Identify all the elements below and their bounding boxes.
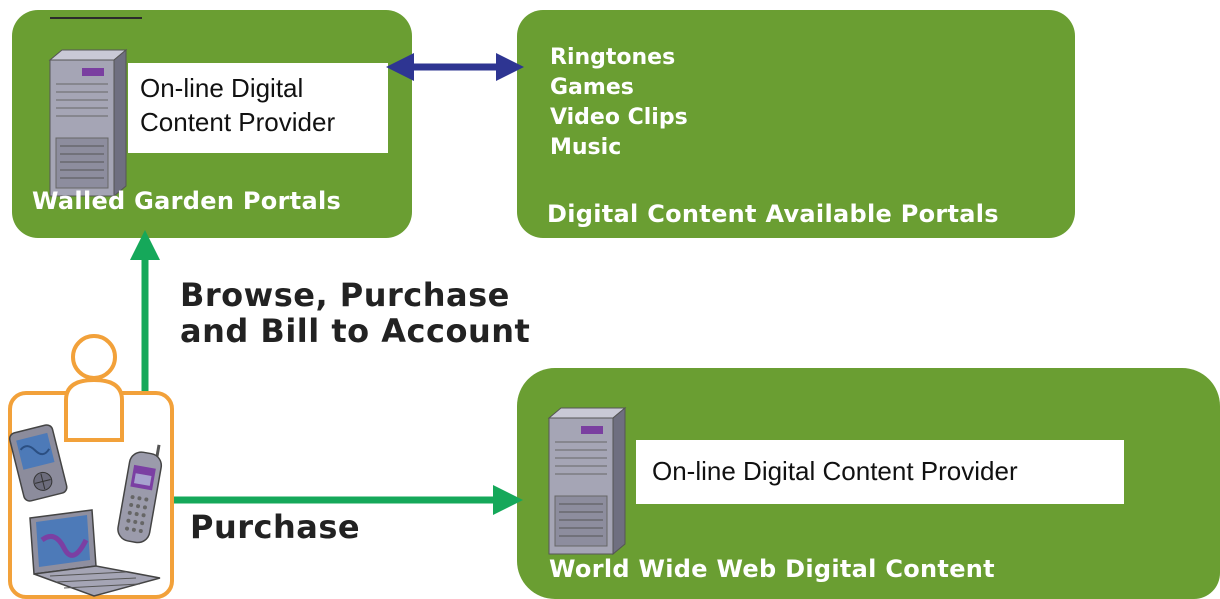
laptop-icon [29,509,161,597]
pda-icon [8,424,68,502]
server-icon [547,406,627,556]
browse-purchase-label: Browse, Purchase and Bill to Account [180,277,530,349]
person-icon [64,334,124,442]
server-icon [48,48,128,198]
world-wide-web-box: On-line Digital Content Provider World W… [517,368,1220,599]
walled-garden-portals-title: Walled Garden Portals [32,187,342,215]
purchase-label: Purchase [190,508,361,546]
content-types-list: Ringtones Games Video Clips Music [550,43,688,163]
digital-content-portals-title: Digital Content Available Portals [547,200,999,228]
walled-garden-portals-box: On-line Digital Content Provider Walled … [12,10,412,238]
provider-label-line2: Content Provider [140,107,336,137]
browse-arrow [130,230,160,408]
bidirectional-arrow [386,53,524,81]
provider-label-line1: On-line Digital [140,73,304,103]
content-item-ringtones: Ringtones [550,45,676,70]
digital-content-portals-box: Ringtones Games Video Clips Music Digita… [517,10,1075,238]
content-item-games: Games [550,75,634,100]
content-item-music: Music [550,135,622,160]
box-header-line [50,17,142,19]
content-item-video-clips: Video Clips [550,105,688,130]
online-digital-content-provider-label: On-line Digital Content Provider [128,63,388,153]
world-wide-web-title: World Wide Web Digital Content [549,555,995,583]
online-digital-content-provider-label: On-line Digital Content Provider [636,440,1124,504]
browse-purchase-line2: and Bill to Account [180,312,531,350]
mobile-phone-icon [117,444,163,544]
purchase-arrow [167,485,523,515]
browse-purchase-line1: Browse, Purchase [180,276,510,314]
